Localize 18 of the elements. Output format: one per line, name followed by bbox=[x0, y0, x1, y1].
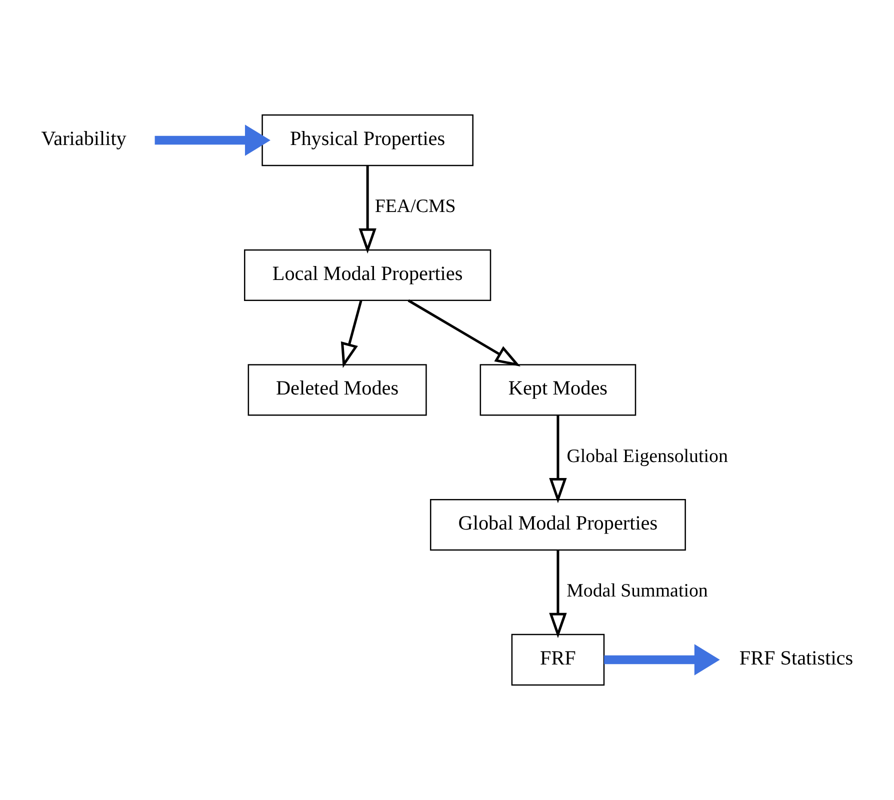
arrow bbox=[549, 550, 567, 638]
node-text: FRF Statistics bbox=[739, 648, 854, 670]
node-box: Global Modal Properties bbox=[430, 498, 686, 551]
node-box: Physical Properties bbox=[262, 114, 474, 166]
arrow bbox=[154, 124, 270, 156]
arrow bbox=[604, 644, 720, 676]
arrow bbox=[358, 166, 376, 254]
edge-label: Modal Summation bbox=[566, 580, 708, 602]
node-box: Deleted Modes bbox=[248, 364, 427, 416]
node-box: FRF bbox=[511, 634, 605, 686]
node-box: Kept Modes bbox=[480, 364, 636, 416]
edge-label: FEA/CMS bbox=[374, 196, 456, 218]
edge-label: Global Eigensolution bbox=[566, 446, 728, 467]
node-box: Local Modal Properties bbox=[244, 249, 492, 302]
node-text: Variability bbox=[41, 128, 126, 150]
arrow bbox=[549, 415, 567, 504]
arrow bbox=[340, 300, 362, 368]
arrow bbox=[408, 299, 520, 367]
